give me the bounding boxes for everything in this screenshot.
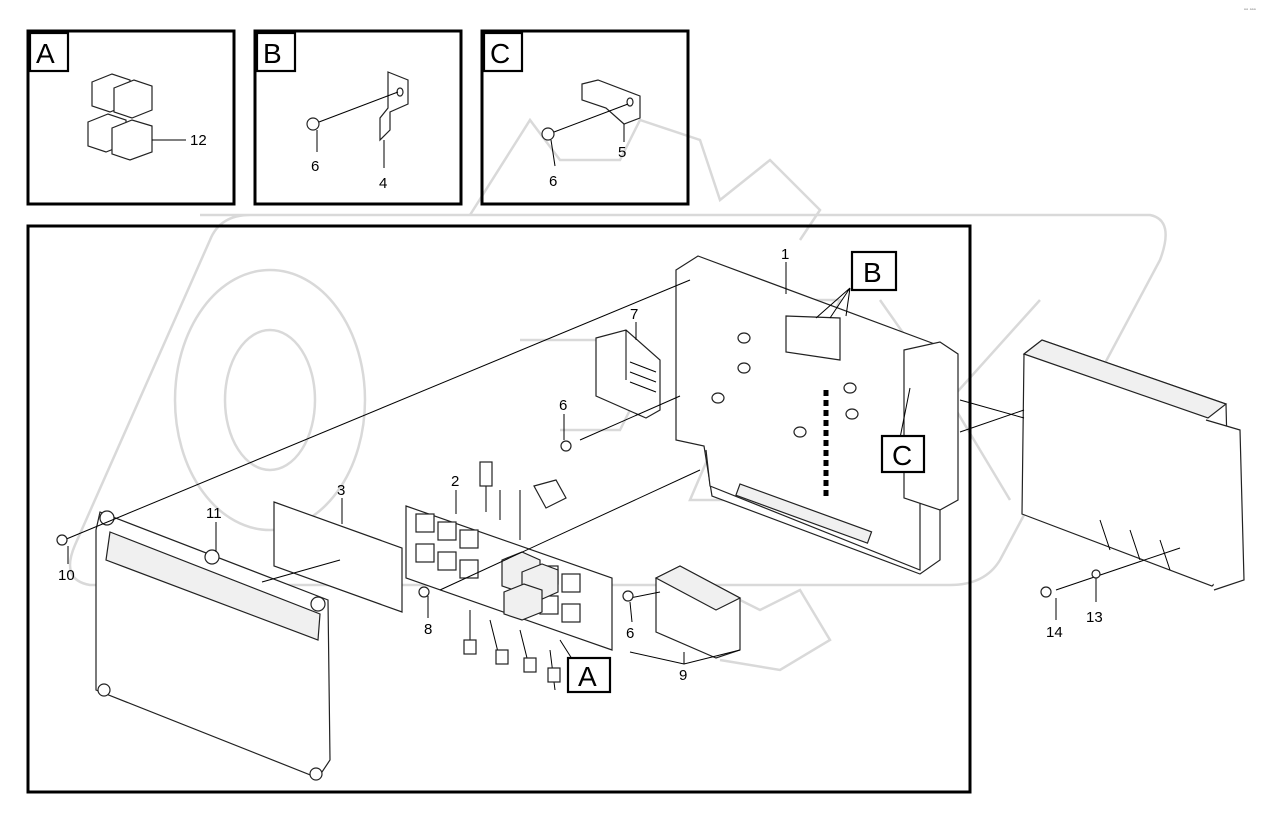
main-label-a: A: [566, 656, 612, 694]
callout-7: 7: [630, 306, 638, 323]
callout-12: 12: [190, 132, 207, 149]
bracket-icon: [581, 79, 641, 125]
callout-10: 10: [58, 567, 75, 584]
leader-lines: [63, 262, 1181, 665]
detail-box-c-label: C: [490, 38, 510, 69]
label-plate: [273, 501, 403, 613]
main-label-c: C: [880, 434, 926, 474]
callout-5: 5: [618, 144, 626, 161]
detail-box-a: A 12: [26, 29, 236, 206]
callout-6-box-c: 6: [549, 173, 557, 190]
callout-3: 3: [337, 482, 345, 499]
detail-box-b: B 6 4: [253, 29, 463, 206]
callout-9: 9: [679, 667, 687, 684]
svg-text:A: A: [578, 661, 597, 692]
callout-4: 4: [379, 175, 387, 192]
detail-box-b-label: B: [263, 38, 282, 69]
callout-14: 14: [1046, 624, 1063, 641]
callout-8: 8: [424, 621, 432, 638]
bracket-icon: [379, 71, 409, 142]
detail-box-c: C 6 5: [480, 29, 690, 206]
module-9: [654, 565, 742, 659]
callout-6-main-a: 6: [559, 397, 567, 414]
cover-panel: [95, 510, 331, 781]
assembled-unit: [1021, 339, 1245, 591]
main-assembly-frame: [26, 224, 972, 794]
callout-1: 1: [781, 246, 789, 263]
corner-mark: ᵒᵒ ᵒᵒᵒ: [1244, 8, 1256, 14]
bolt-icon: [56, 440, 1101, 602]
callout-13: 13: [1086, 609, 1103, 626]
callout-2: 2: [451, 473, 459, 490]
relay-group-icon: [87, 73, 186, 161]
callout-11: 11: [206, 505, 222, 522]
module-7: [595, 329, 661, 419]
callout-6-main-b: 6: [626, 625, 634, 642]
detail-box-a-label: A: [36, 38, 55, 69]
svg-text:B: B: [863, 257, 882, 288]
bolt-icon: [541, 103, 629, 141]
main-label-b: B: [850, 250, 898, 292]
main-housing: [675, 255, 959, 575]
bolt-icon: [306, 91, 399, 131]
svg-text:C: C: [892, 440, 912, 471]
relay-board: [405, 461, 613, 691]
callout-6-box-b: 6: [311, 158, 319, 175]
